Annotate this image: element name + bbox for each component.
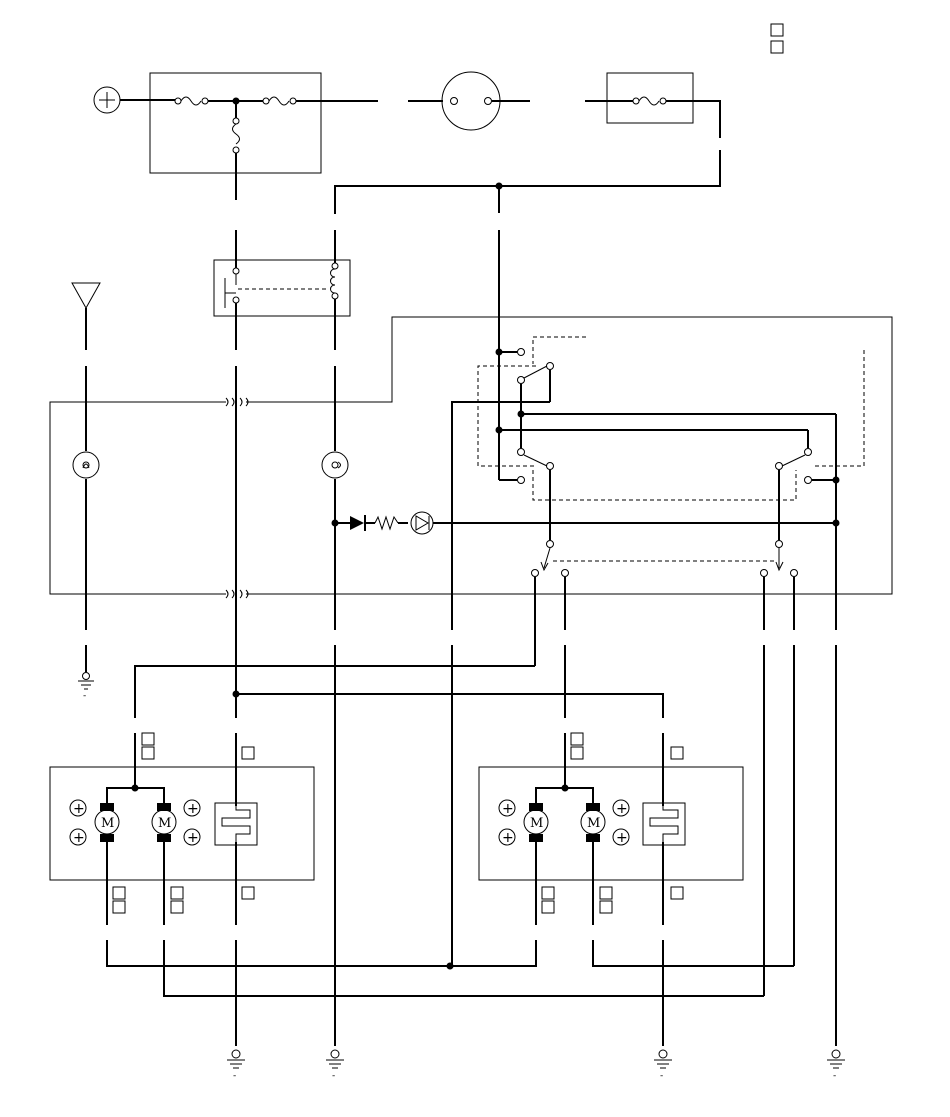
lamp-right — [321, 451, 349, 479]
diode — [350, 515, 366, 531]
motor-right-1: M — [523, 803, 549, 842]
lamp-left — [72, 451, 100, 479]
fuse-1 — [174, 96, 209, 106]
plus-marks-right: + + + + — [498, 799, 630, 846]
connector-labels-bottom — [112, 886, 684, 914]
svg-text:+: + — [73, 801, 85, 817]
ground-antenna: - — [78, 645, 94, 701]
svg-text:+: + — [187, 801, 199, 817]
heater-element-right — [642, 802, 686, 846]
resistor — [374, 515, 399, 531]
motor-letter: M — [158, 816, 171, 831]
ground-mark: - — [833, 1071, 836, 1081]
ground-1: - — [227, 1049, 245, 1081]
ground-4: - — [827, 1049, 845, 1081]
motor-right-2: M — [580, 803, 606, 842]
control-module — [49, 230, 893, 700]
motor-letter: M — [530, 816, 543, 831]
ground-3: - — [654, 1049, 672, 1081]
motor-letter: M — [587, 816, 600, 831]
ground-mark: - — [332, 1071, 335, 1081]
plus-marks-left: + + + + — [69, 799, 201, 846]
battery-symbol — [93, 86, 176, 114]
ground-mark: - — [83, 691, 86, 701]
fuse-box-aux — [334, 72, 721, 214]
motor-unit-left: M M + + + + — [49, 733, 315, 925]
svg-text:+: + — [73, 830, 85, 846]
ignition-switch — [408, 71, 530, 131]
ground-mark: - — [233, 1071, 236, 1081]
fuse-2 — [262, 96, 297, 106]
ground-mark: - — [660, 1071, 663, 1081]
svg-text:+: + — [502, 801, 514, 817]
motor-left-1: M — [94, 803, 120, 842]
fuse-3 — [232, 101, 240, 154]
motor-left-2: M — [151, 803, 177, 842]
legend-label-boxes — [770, 23, 784, 54]
ground-2: - — [326, 1049, 344, 1081]
svg-text:+: + — [187, 830, 199, 846]
heater-element-left — [214, 802, 258, 846]
motor-unit-right: M M + + + + — [478, 733, 744, 925]
fuse-box-main — [149, 72, 378, 200]
connector-labels-top — [141, 732, 684, 760]
relay — [213, 230, 351, 350]
svg-text:+: + — [502, 830, 514, 846]
svg-text:+: + — [616, 801, 628, 817]
led-indicator — [410, 511, 434, 535]
motor-letter: M — [101, 816, 114, 831]
svg-text:+: + — [616, 830, 628, 846]
antenna-icon — [71, 282, 101, 350]
